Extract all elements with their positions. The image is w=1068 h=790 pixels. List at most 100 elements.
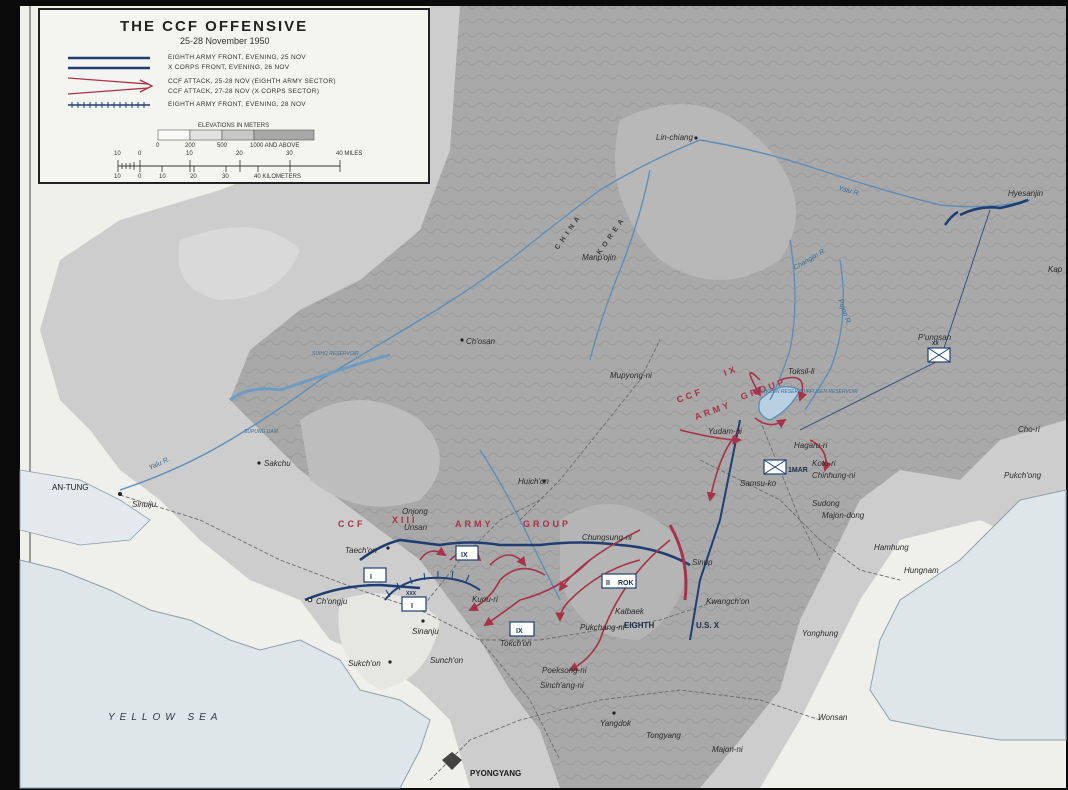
place-majon-ni: Majon-ni: [712, 745, 743, 754]
place-yonghung: Yonghung: [802, 629, 839, 638]
legend-symbol-arrowhead: [139, 79, 154, 93]
road-central: [480, 599, 721, 641]
attack-arrow-1: [419, 546, 447, 561]
place-koto-ri: Koto-ri: [812, 459, 836, 468]
unit-1mar-label: 1MAR: [788, 467, 808, 474]
legend-title: THE CCF OFFENSIVE: [120, 18, 309, 35]
place-mupyong-ni: Mupyong-ni: [610, 371, 652, 380]
supung-dam-label: SUPUNG DAM: [244, 429, 279, 435]
legend-symbol-ticks: [71, 102, 145, 108]
km-label-30: 30: [222, 174, 229, 180]
elev-0-200: [157, 129, 191, 141]
place-samsu-ko: Samsu-ko: [740, 479, 777, 488]
attack-arrow-6: [555, 559, 641, 622]
legend-row-eighth-25nov: EIGHTH ARMY FRONT, EVENING, 25 NOV: [168, 54, 306, 61]
place-sinuiju: Sinuiju: [132, 500, 157, 509]
road-kunuri: [419, 499, 541, 611]
place-tokchon: Tokch'on: [500, 639, 532, 648]
legend-row-ccf-eighth: CCF ATTACK, 25-28 NOV (EIGHTH ARMY SECTO…: [168, 78, 336, 85]
place-markers: Lin-chiang Hyesanjin Manp'ojin Kap Ch'os…: [52, 133, 1063, 778]
place-manpojin: Manp'ojin: [582, 253, 617, 262]
place-sakchu: Sakchu: [264, 459, 291, 468]
unit-ii-rok-label: II: [606, 580, 610, 587]
attack-arrow-chosin-2: [779, 376, 807, 402]
miles-label-30: 30: [286, 151, 293, 157]
place-kap: Kap: [1048, 265, 1063, 274]
attack-arrow-chosin-6: [754, 417, 787, 429]
front-lines: [304, 198, 1029, 641]
place-taechon: Taech'on: [345, 546, 377, 555]
unit-i-corps-echelon: XXX: [406, 591, 417, 597]
km-label-20: 20: [190, 174, 197, 180]
road-north: [519, 339, 661, 521]
place-chungsung-ni: Chungsung-ni: [582, 533, 632, 542]
legend-symbol-ccf-xcorps: [67, 87, 149, 95]
place-sinanju: Sinanju: [412, 627, 439, 636]
place-wonsan: Wonsan: [818, 713, 848, 722]
attack-arrow-3: [489, 554, 527, 567]
lowland-patch-1: [178, 227, 300, 300]
place-hyesanjin: Hyesanjin: [1008, 189, 1044, 198]
miles-label-10: 10: [186, 151, 193, 157]
road-west: [119, 494, 561, 761]
chongchon-river: [479, 449, 561, 601]
place-sukchon: Sukch'on: [348, 659, 381, 668]
place-kunu-ri: Kunu-ri: [472, 595, 498, 604]
mountain-ridge-2: [300, 400, 440, 507]
place-majon-dong: Majon-dong: [822, 511, 865, 520]
eighth-army-front-28nov: [384, 576, 481, 601]
km-label-0: 0: [138, 174, 142, 180]
place-chongju: Ch'ongju: [316, 597, 348, 606]
chosin-reservoir-shape: [758, 386, 801, 421]
place-toksil-li: Toksil-li: [788, 367, 815, 376]
yalu-river: [119, 139, 1031, 491]
place-pyongyang: PYONGYANG: [470, 769, 521, 778]
place-chosan: Ch'osan: [466, 337, 496, 346]
place-lin-chiang: Lin-chiang: [656, 133, 693, 142]
chosin-reservoir-label: CHOSIN RESERVOIR: [760, 389, 811, 395]
place-yangdok: Yangdok: [600, 719, 632, 728]
miles-label-0: 0: [138, 151, 142, 157]
mountain-region: [230, 6, 1066, 788]
road-network: [119, 339, 901, 781]
place-poeksong-ni: Poeksong-ni: [542, 666, 587, 675]
suiho-reservoir-label: SUIHO RESERVOIR: [312, 351, 359, 357]
elev-200-500: [189, 129, 223, 141]
elev-500-1000: [221, 129, 255, 141]
km-label-10: 10: [159, 174, 166, 180]
attack-arrow-chosin-3: [706, 429, 741, 502]
legend-elev-label-500: 500: [217, 143, 228, 149]
road-south: [429, 689, 821, 781]
ccf-xiii-label-1: CCF: [338, 519, 366, 529]
km-label-10w: 10: [114, 174, 121, 180]
miles-label-40: 40 MILES: [336, 151, 363, 157]
ccf-xiii-label-3: ARMY: [455, 519, 494, 529]
eighth-army-front-west: [304, 583, 421, 602]
place-sinchang-ni: Sinch'ang-ni: [540, 681, 584, 690]
attack-arrow-7: [568, 539, 671, 671]
unit-ix-south-box: [509, 621, 535, 637]
elev-1000-above: [253, 129, 315, 141]
legend-elev-label-0: 0: [156, 143, 160, 149]
legend-row-ccf-xcorps: CCF ATTACK, 27-28 NOV (X CORPS SECTOR): [168, 88, 320, 95]
place-chinhung-ni: Chinhung-ni: [812, 471, 855, 480]
yellow-sea-label: YELLOW SEA: [108, 712, 222, 723]
place-yudam-ni: Yudam-ni: [708, 427, 742, 436]
korea-bay-coast: [19, 469, 151, 546]
attack-arrow-chosin-1: [749, 371, 761, 397]
unit-i-rok-box: [363, 567, 387, 583]
front-28nov-ticks: [385, 570, 470, 598]
yellow-sea: [19, 559, 431, 789]
unit-eighth-label: EIGHTH: [624, 621, 654, 630]
place-unsan: Unsan: [404, 523, 428, 532]
legend-elev-label-200: 200: [185, 143, 196, 149]
fusen-reservoir-label: FUSEN RESERVOIR: [810, 389, 858, 395]
legend-symbol-ccf-eighth: [67, 77, 149, 85]
attack-arrow-chosin-4: [679, 429, 742, 445]
place-hungnam: Hungnam: [904, 566, 939, 575]
road-hamhung: [699, 459, 901, 581]
unit-ix-south-label: IX: [516, 628, 523, 635]
place-huichon: Huich'on: [518, 477, 549, 486]
